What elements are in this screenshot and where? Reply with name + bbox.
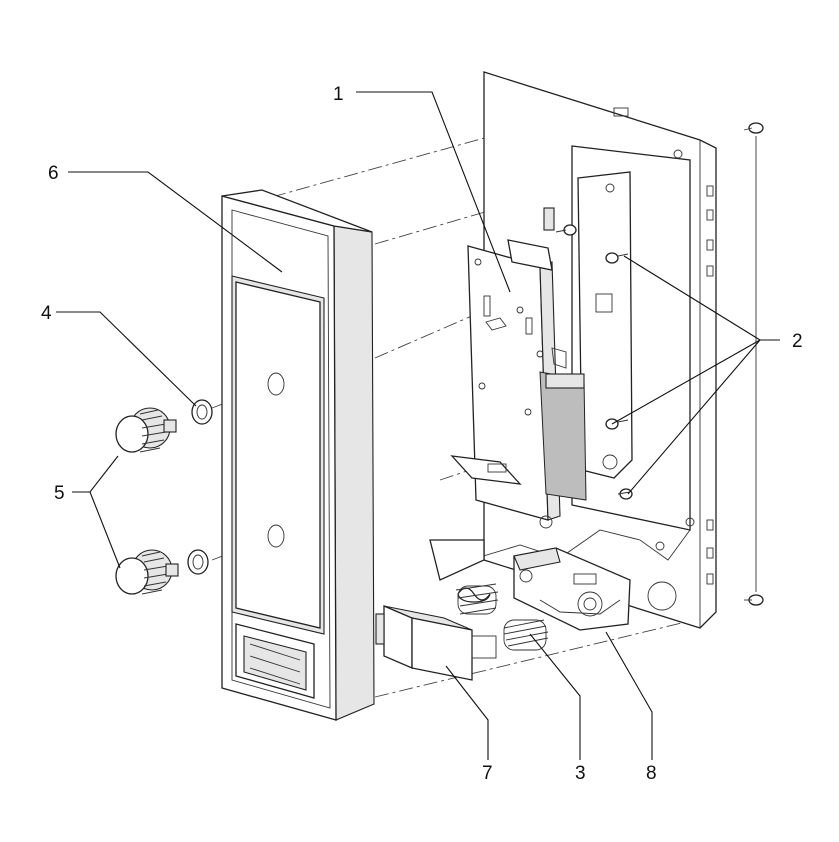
spring-upper — [455, 583, 499, 615]
screw — [617, 488, 633, 500]
callout-1: 1 — [333, 84, 344, 105]
spring-lower — [503, 619, 549, 651]
mechanism-chassis — [450, 207, 587, 529]
callout-7: 7 — [482, 763, 493, 784]
callout-4: 4 — [41, 303, 52, 324]
button-cap — [375, 605, 497, 681]
bushing-lower — [187, 549, 209, 575]
slider-bracket — [513, 547, 631, 631]
callout-8: 8 — [646, 763, 657, 784]
bushing-upper — [191, 399, 213, 425]
callout-3: 3 — [575, 763, 586, 784]
screws — [555, 122, 764, 606]
callout-6: 6 — [48, 163, 59, 184]
screw — [743, 122, 764, 134]
callout-5: 5 — [54, 483, 65, 504]
screw — [555, 224, 577, 236]
callout-2: 2 — [792, 331, 803, 352]
knob-lower — [115, 549, 179, 595]
screw — [744, 594, 764, 606]
front-cover-frame — [221, 189, 375, 721]
screw — [605, 252, 629, 264]
knob-upper — [115, 407, 177, 453]
leader-lines — [56, 91, 780, 760]
